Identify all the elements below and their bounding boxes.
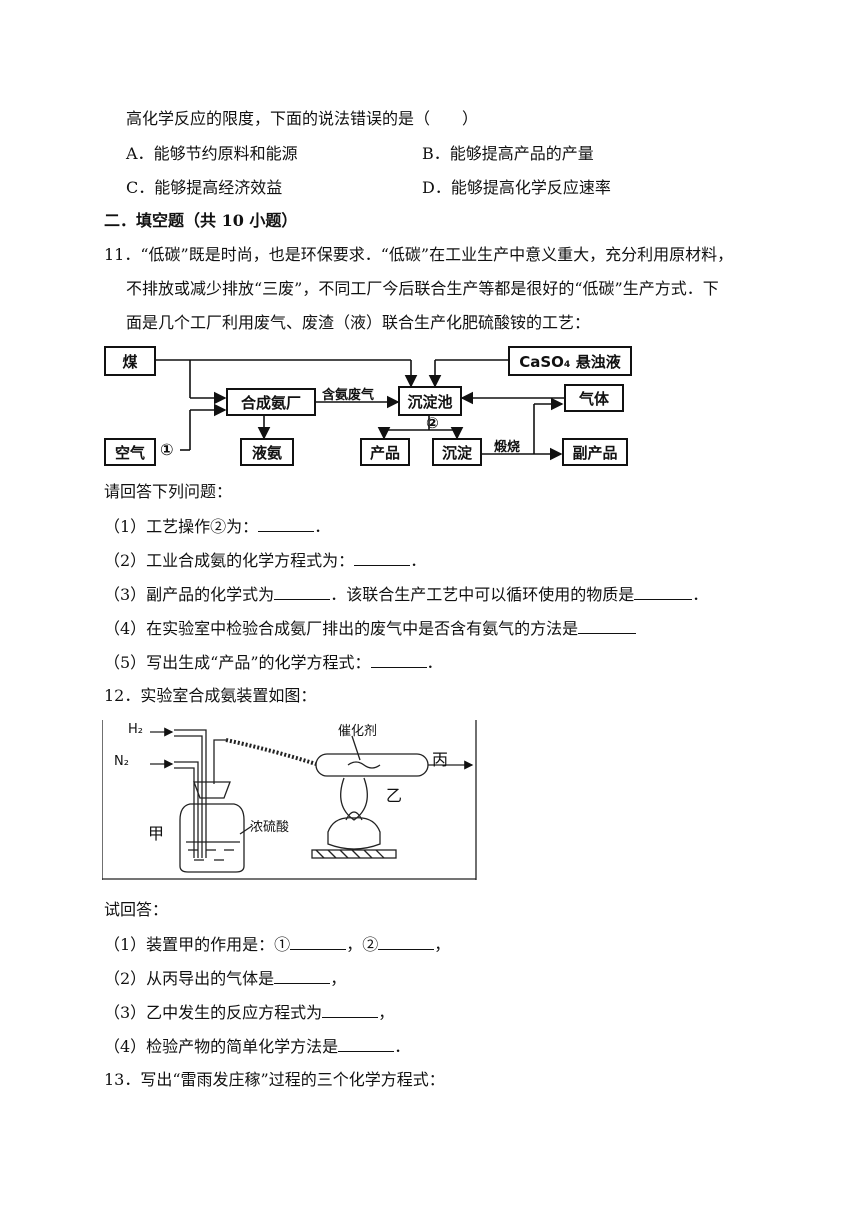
q12-sub-3: （3）乙中发生的反应方程式为， [104,1001,395,1022]
q10-stem: 高化学反应的限度，下面的说法错误的是（ ） [126,109,479,128]
process-flow-diagram: 煤 空气 ① 合成氨厂 液氨 含氨废气 沉淀池 ② CaSO₄ 悬浊液 气体 产… [104,344,632,470]
answer-blank[interactable] [338,1035,395,1052]
q11-sub-4: （4）在实验室中检验合成氨厂排出的废气中是否含有氨气的方法是 [104,617,637,640]
q11-line-2: 不排放或减少排放“三废”，不同工厂今后联合生产等都是很好的“低碳”生产方式．下 [126,279,719,298]
q12-sub-2: （2）从丙导出的气体是， [104,967,347,988]
answer-blank[interactable] [354,549,411,566]
n2-label: N₂ [114,754,129,769]
q11-sub-1: （1）工艺操作②为：． [104,515,331,536]
q11-sub-3: （3）副产品的化学式为．该联合生产工艺中可以循环使用的物质是． [104,583,709,604]
h2-label: H₂ [128,722,143,737]
answer-blank[interactable] [290,933,347,950]
q10-option-d: D．能够提高化学反应速率 [422,178,611,197]
q11-line-3: 面是几个工厂利用废气、废渣（液）联合生产化肥硫酸铵的工艺： [126,313,591,332]
answer-blank[interactable] [274,967,331,984]
q12-sub-1: （1）装置甲的作用是：①，②， [104,933,451,954]
answer-blank[interactable] [258,515,315,532]
coal-box: 煤 [104,346,156,376]
answer-blank[interactable] [322,1001,379,1018]
b-label: 乙 [386,786,403,805]
q10-option-a: A．能够节约原料和能源 [126,144,298,163]
precipitate-box: 沉淀 [432,438,482,466]
q11-sub-2: （2）工业合成氨的化学方程式为：． [104,549,427,570]
c-label: 丙 [432,750,449,769]
gas-box: 气体 [564,384,624,412]
ammonia-waste-gas-label: 含氨废气 [322,388,375,403]
q10-option-c: C．能够提高经济效益 [126,178,283,197]
answer-blank[interactable] [634,583,693,600]
q12-prompt: 试回答： [104,900,169,919]
step-2-label: ② [426,414,439,432]
air-box: 空气 [104,438,156,466]
answer-blank[interactable] [378,933,435,950]
q12-sub-4: （4）检验产物的简单化学方法是． [104,1035,411,1056]
calcine-label: 煅烧 [494,440,521,455]
ammonia-synthesis-apparatus: H₂ N₂ 催化剂 丙 乙 甲 浓硫酸 [102,720,478,880]
answer-blank[interactable] [370,651,427,668]
liquid-ammonia-box: 液氨 [240,438,294,466]
acid-label: 浓硫酸 [250,820,290,835]
catalyst-label: 催化剂 [338,724,378,739]
q10-option-b: B．能够提高产品的产量 [422,144,594,163]
byproduct-box: 副产品 [562,438,628,466]
product-box: 产品 [360,438,410,466]
caso4-suspension-box: CaSO₄ 悬浊液 [508,346,632,376]
flow-arrows [156,359,564,461]
q12-stem: 12．实验室合成氨装置如图： [104,686,317,705]
section-title: 二．填空题（共 10 小题） [104,211,298,230]
answer-blank[interactable] [274,583,331,600]
q13-stem: 13．写出“雷雨发庄稼”过程的三个化学方程式： [104,1070,445,1089]
a-label: 甲 [148,824,165,843]
apparatus-drawing [102,720,477,880]
ammonia-plant-box: 合成氨厂 [226,388,316,416]
q11-prompt: 请回答下列问题： [104,482,233,501]
q11-line-1: 11．“低碳”既是时尚，也是环保要求．“低碳”在工业生产中意义重大，充分利用原材… [104,245,734,264]
settling-tank-box: 沉淀池 [398,386,462,416]
step-1-label: ① [160,440,174,459]
q11-sub-5: （5）写出生成“产品”的化学方程式：． [104,651,443,672]
answer-blank[interactable] [578,617,637,634]
